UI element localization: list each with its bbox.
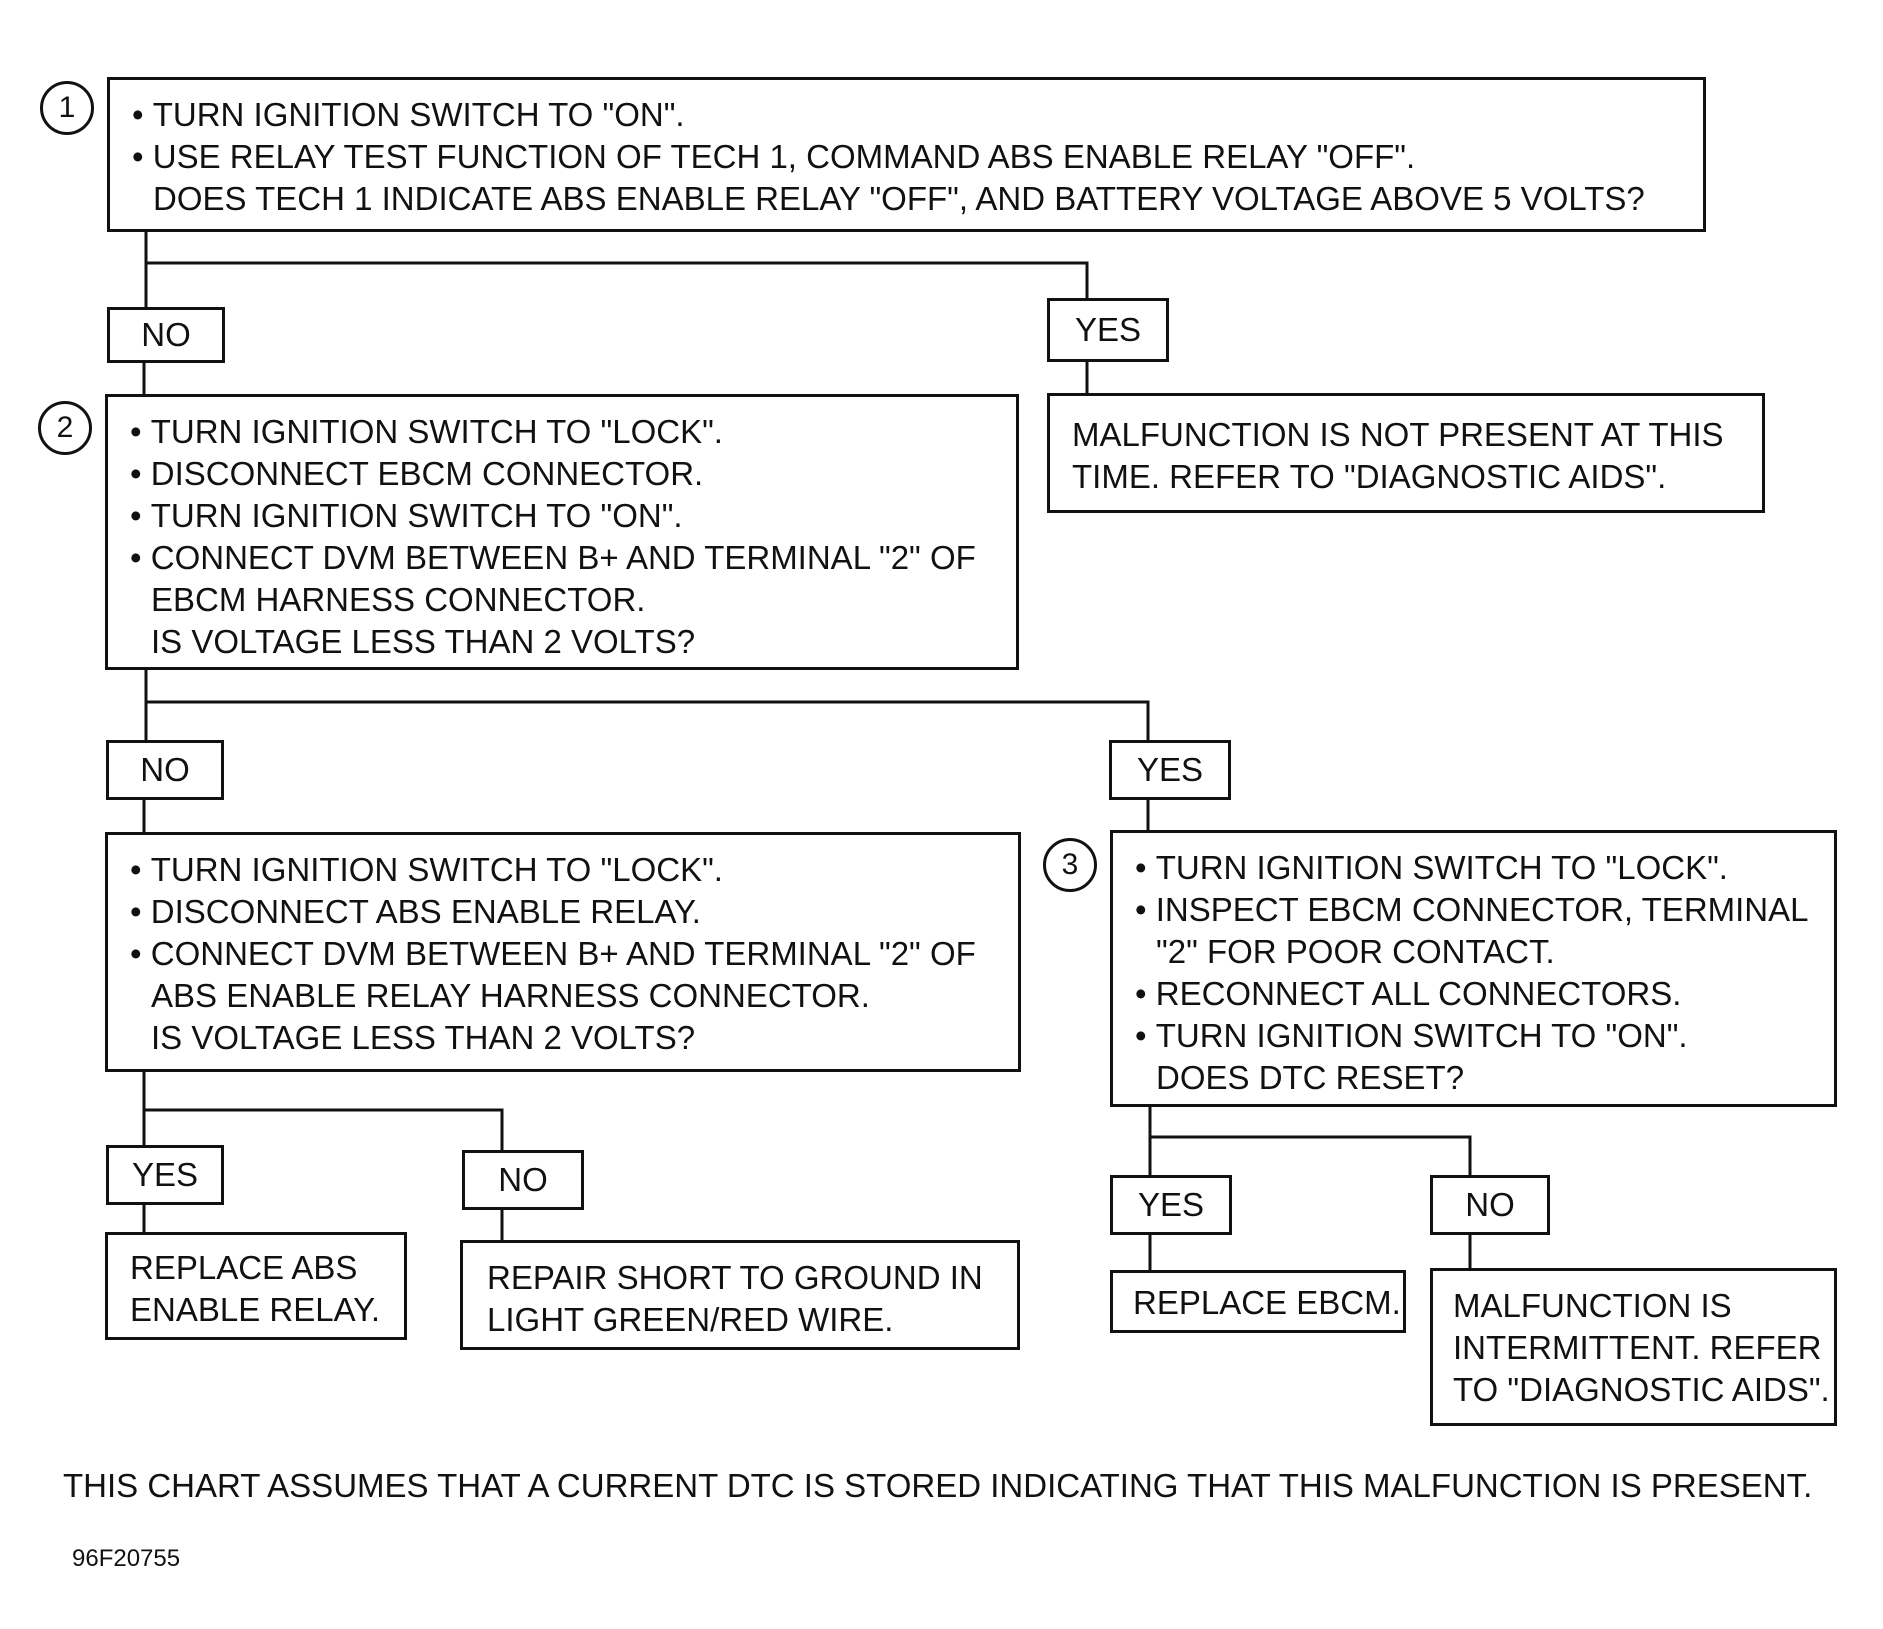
result-replace-relay-line-1: REPLACE ABS — [130, 1249, 358, 1286]
result-intermittent-line-1: MALFUNCTION IS — [1453, 1287, 1732, 1324]
step-1-marker: 1 — [40, 81, 94, 135]
result-replace-ebcm: REPLACE EBCM. — [1110, 1270, 1406, 1333]
result-not-present: MALFUNCTION IS NOT PRESENT AT THIS TIME.… — [1047, 393, 1765, 513]
branch-s1-yes — [146, 261, 1089, 298]
step-2-question: IS VOLTAGE LESS THAN 2 VOLTS? — [151, 623, 696, 660]
step-2-line-5: EBCM HARNESS CONNECTOR. — [151, 581, 646, 618]
result-intermittent: MALFUNCTION IS INTERMITTENT. REFER TO "D… — [1430, 1268, 1837, 1426]
step-2-line-3: TURN IGNITION SWITCH TO "ON". — [130, 495, 1016, 537]
step-2-line-1: TURN IGNITION SWITCH TO "LOCK". — [130, 411, 1016, 453]
result-intermittent-line-3: TO "DIAGNOSTIC AIDS". — [1453, 1371, 1830, 1408]
result-repair-short-line-2: LIGHT GREEN/RED WIRE. — [487, 1301, 894, 1338]
branch-s2no-no — [144, 1108, 504, 1150]
result-repair-short-line-1: REPAIR SHORT TO GROUND IN — [487, 1259, 983, 1296]
step-2-line-2: DISCONNECT EBCM CONNECTOR. — [130, 453, 1016, 495]
result-replace-relay-line-2: ENABLE RELAY. — [130, 1291, 381, 1328]
step-2-no-line-3: CONNECT DVM BETWEEN B+ AND TERMINAL "2" … — [130, 933, 1018, 975]
step-3-box: TURN IGNITION SWITCH TO "LOCK". INSPECT … — [1110, 830, 1837, 1107]
step-3-line-2: INSPECT EBCM CONNECTOR, TERMINAL — [1135, 889, 1834, 931]
step-3-yes-label: YES — [1110, 1175, 1232, 1235]
branch-s2-yes — [146, 700, 1150, 740]
step-3-no-label: NO — [1430, 1175, 1550, 1235]
step-2-no-line-4: ABS ENABLE RELAY HARNESS CONNECTOR. — [151, 977, 870, 1014]
step-1-box: TURN IGNITION SWITCH TO "ON". USE RELAY … — [107, 77, 1706, 232]
result-repair-short: REPAIR SHORT TO GROUND IN LIGHT GREEN/RE… — [460, 1240, 1020, 1350]
result-not-present-line-1: MALFUNCTION IS NOT PRESENT AT THIS — [1072, 416, 1724, 453]
step-2-no-line-1: TURN IGNITION SWITCH TO "LOCK". — [130, 849, 1018, 891]
result-replace-relay: REPLACE ABS ENABLE RELAY. — [105, 1232, 407, 1340]
result-intermittent-line-2: INTERMITTENT. REFER — [1453, 1329, 1822, 1366]
step-2-no-yes-label: YES — [106, 1145, 224, 1205]
figure-id: 96F20755 — [72, 1545, 181, 1572]
step-2-no-no-label: NO — [462, 1150, 584, 1210]
result-replace-ebcm-line-1: REPLACE EBCM. — [1133, 1284, 1401, 1321]
step-1-yes-label: YES — [1047, 298, 1169, 362]
step-3-line-3: "2" FOR POOR CONTACT. — [1156, 933, 1555, 970]
step-3-line-5: TURN IGNITION SWITCH TO "ON". — [1135, 1015, 1834, 1057]
step-3-line-4: RECONNECT ALL CONNECTORS. — [1135, 973, 1834, 1015]
chart-footnote: THIS CHART ASSUMES THAT A CURRENT DTC IS… — [63, 1467, 1813, 1504]
step-2-no-question: IS VOLTAGE LESS THAN 2 VOLTS? — [151, 1019, 696, 1056]
step-2-line-4: CONNECT DVM BETWEEN B+ AND TERMINAL "2" … — [130, 537, 1016, 579]
step-2-no-box: TURN IGNITION SWITCH TO "LOCK". DISCONNE… — [105, 832, 1021, 1072]
step-1-question: DOES TECH 1 INDICATE ABS ENABLE RELAY "O… — [153, 180, 1645, 217]
step-3-question: DOES DTC RESET? — [1156, 1059, 1465, 1096]
step-2-box: TURN IGNITION SWITCH TO "LOCK". DISCONNE… — [105, 394, 1019, 670]
step-2-no-line-2: DISCONNECT ABS ENABLE RELAY. — [130, 891, 1018, 933]
step-2-marker: 2 — [38, 401, 92, 455]
branch-s3-no — [1150, 1135, 1472, 1175]
step-1-line-1: TURN IGNITION SWITCH TO "ON". — [132, 94, 1703, 136]
step-2-yes-label: YES — [1109, 740, 1231, 800]
step-3-marker: 3 — [1043, 838, 1097, 892]
step-1-line-2: USE RELAY TEST FUNCTION OF TECH 1, COMMA… — [132, 136, 1703, 178]
step-1-no-label: NO — [107, 307, 225, 363]
step-3-line-1: TURN IGNITION SWITCH TO "LOCK". — [1135, 847, 1834, 889]
result-not-present-line-2: TIME. REFER TO "DIAGNOSTIC AIDS". — [1072, 458, 1667, 495]
step-2-no-label: NO — [106, 740, 224, 800]
